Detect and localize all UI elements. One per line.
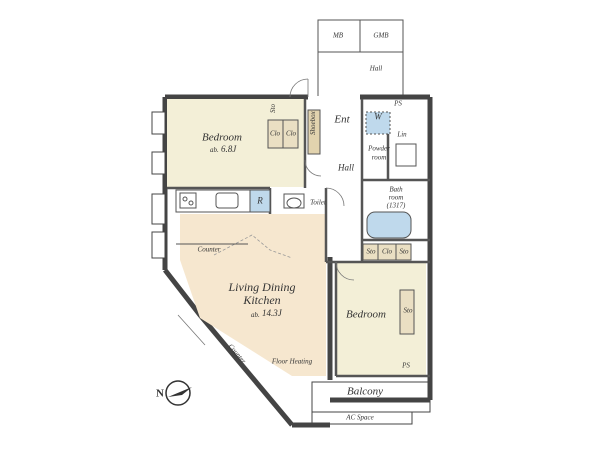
hall-mid-label: Hall [337, 162, 355, 173]
clo-3-label: Clo [381, 247, 393, 256]
sto-left-label: Sto [366, 247, 376, 256]
ac-space-label: AC Space [346, 413, 374, 422]
north-arrow-icon [165, 380, 192, 406]
bathtub [366, 211, 412, 239]
balcony-label: Balcony [346, 385, 384, 398]
powder-label: Powder [368, 144, 390, 153]
meter-box-area [317, 19, 404, 96]
bedroom-1-size: 6.8J [221, 144, 237, 154]
ldk-size: 14.3J [262, 308, 282, 318]
ldk-approx: ab. [251, 311, 260, 319]
hall-top-label: Hall [369, 64, 383, 73]
refrigerator-label: R [257, 195, 263, 206]
clo-1-label: Clo [269, 129, 281, 138]
washer-space [365, 111, 391, 135]
bedroom-1-label: Bedroom [202, 131, 242, 144]
gmb-label: GMB [373, 31, 389, 40]
bedroom-1-approx: ab. [210, 146, 219, 154]
north-label: N [156, 387, 164, 400]
shoebox-label: Shoebox [309, 111, 317, 135]
floor-heating-label: Floor Heating [271, 357, 313, 366]
ps-bottom-label: PS [402, 361, 410, 370]
sto-bed2-label: Sto [403, 306, 413, 315]
door-swings [177, 78, 355, 346]
sto-small-label: Sto [269, 104, 277, 113]
kitchen-counter [175, 189, 271, 213]
sto-right-label: Sto [399, 247, 409, 256]
ldk-label-2: Kitchen [243, 293, 281, 307]
toilet-label: Toilet [310, 198, 326, 207]
bedroom-2-label: Bedroom [346, 308, 386, 321]
washbasin [395, 143, 417, 167]
clo-2-label: Clo [285, 129, 297, 138]
counter-top-label: Counter [197, 245, 221, 254]
balcony-area [311, 381, 431, 425]
bath-label-2: room [388, 193, 404, 202]
lin-label: Lin [397, 130, 407, 139]
ent-label: Ent [334, 113, 350, 126]
left-windows [151, 111, 166, 259]
island-dash [213, 234, 293, 259]
ps-top-label: PS [394, 99, 402, 108]
ldk-label-1: Living Dining [228, 280, 296, 294]
ldk-floor [180, 214, 326, 376]
storage-blocks [267, 109, 415, 335]
interior-walls [167, 99, 430, 378]
w-label: W [374, 111, 382, 122]
bath-label-1: Bath [389, 185, 403, 194]
mb-label: MB [332, 31, 344, 40]
toilet-fixture [283, 193, 305, 209]
bath-label-3: (1317) [386, 201, 406, 210]
room-label: room [371, 153, 387, 162]
